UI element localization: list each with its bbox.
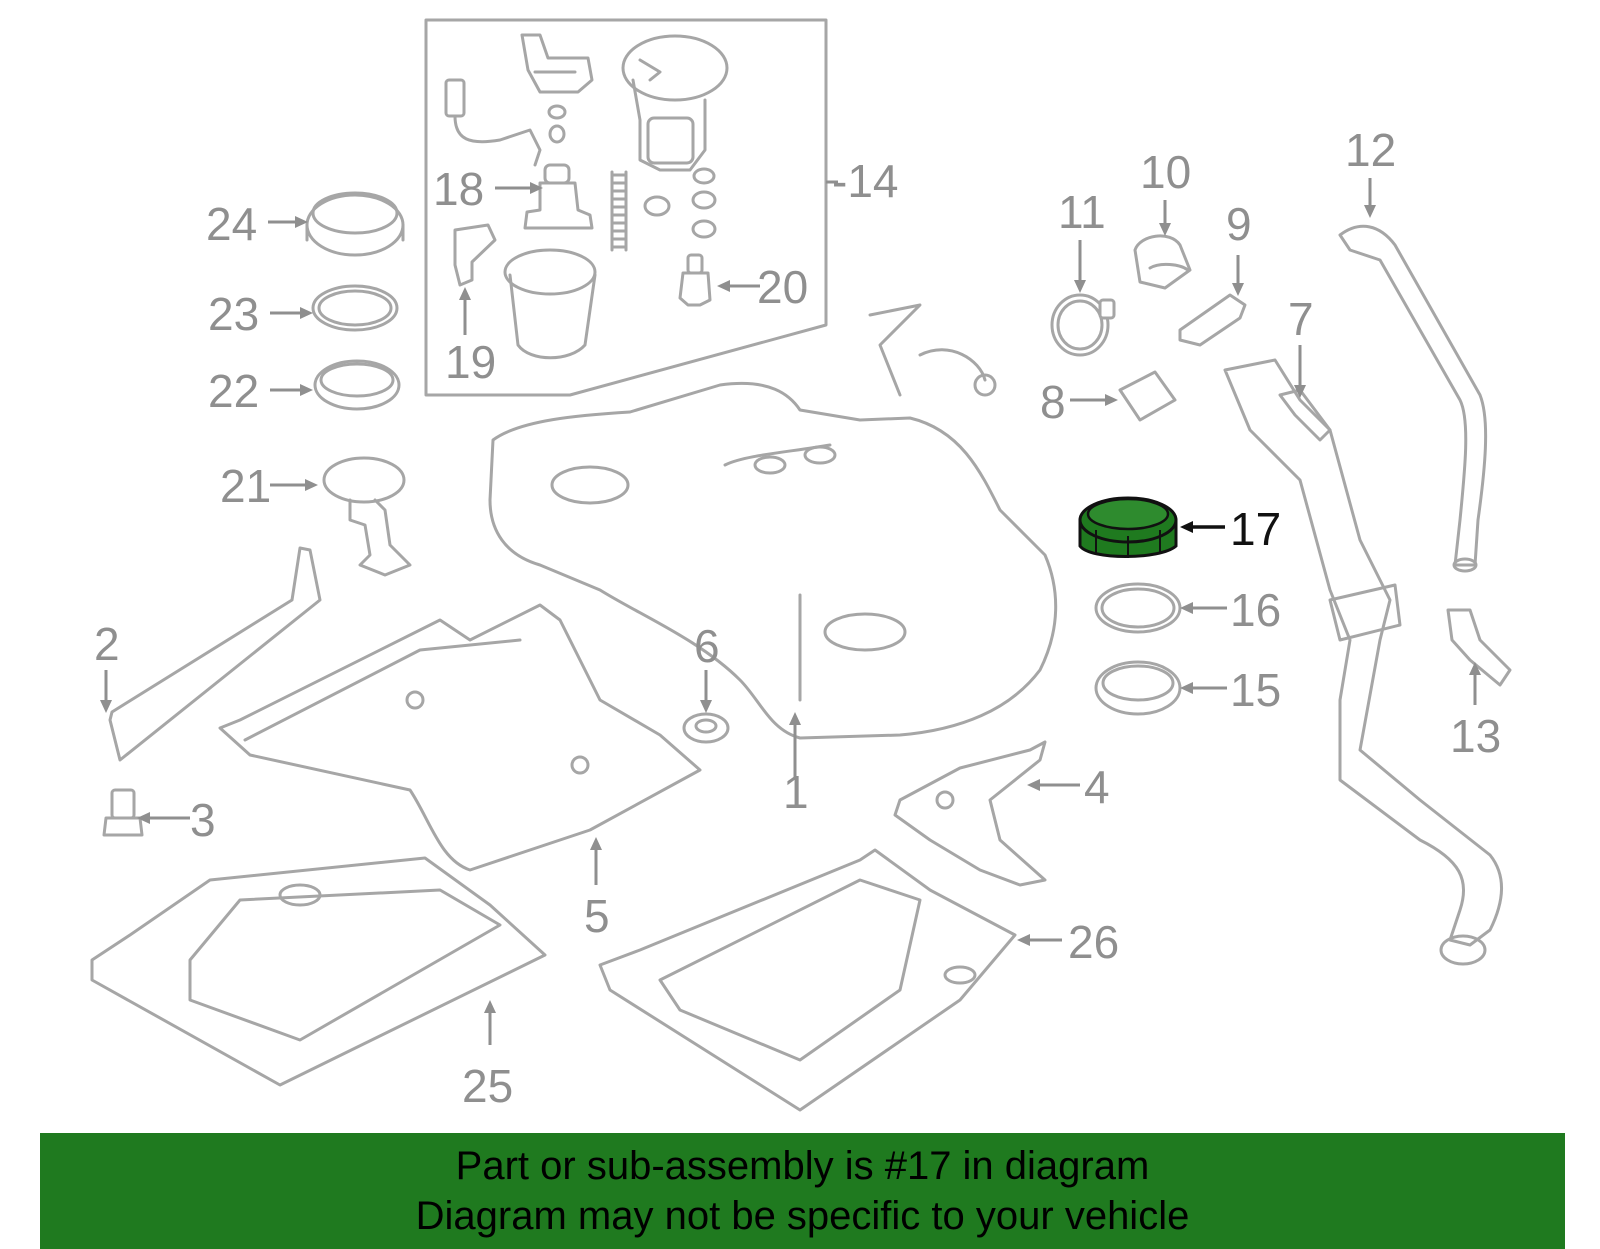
callout-21: 21 xyxy=(220,460,271,512)
callout-1: 1 xyxy=(783,766,809,818)
part-filter-housing xyxy=(503,248,597,360)
part-4-bracket xyxy=(893,740,1047,887)
callout-6: 6 xyxy=(694,620,720,672)
callout-11: 11 xyxy=(1058,186,1106,238)
callout-22: 22 xyxy=(208,365,259,417)
part-21-sender xyxy=(322,456,412,577)
callout-4: 4 xyxy=(1084,761,1110,813)
part-18-pump-motor xyxy=(523,163,594,230)
part-5-heat-shield xyxy=(218,603,702,872)
part-8-clip xyxy=(1118,370,1177,422)
part-20-valve xyxy=(678,253,712,307)
callout-7: 7 xyxy=(1288,293,1314,345)
part-25-skid-plate xyxy=(90,856,547,1087)
banner-line-part-reference: Part or sub-assembly is #17 in diagram xyxy=(455,1144,1150,1188)
pump-assembly-inset-box xyxy=(424,18,828,397)
callout-19: 19 xyxy=(445,336,496,388)
callout-17-highlighted: 17 xyxy=(1230,503,1281,555)
callout-18: 18 xyxy=(433,163,484,215)
callout-13: 13 xyxy=(1450,710,1501,762)
part-bracket-top xyxy=(520,33,594,94)
part-small-orings-column xyxy=(547,104,567,144)
callout-3: 3 xyxy=(190,794,216,846)
callout-20: 20 xyxy=(757,261,808,313)
part-9-bracket xyxy=(1178,293,1247,347)
callout-23: 23 xyxy=(208,288,259,340)
part-6-grommet xyxy=(682,712,730,744)
callout-26: 26 xyxy=(1068,916,1119,968)
part-spring xyxy=(610,170,628,252)
callout-10: 10 xyxy=(1140,146,1191,198)
callout-16: 16 xyxy=(1230,584,1281,636)
part-11-clamp xyxy=(1050,293,1116,357)
callout-2: 2 xyxy=(94,618,120,670)
callout-15: 15 xyxy=(1230,664,1281,716)
part-2-strap xyxy=(108,546,322,762)
part-pump-module-top xyxy=(621,34,729,172)
callout-arrows xyxy=(100,178,1481,1045)
part-15-seal xyxy=(1094,660,1182,716)
callout-9: 9 xyxy=(1226,198,1252,250)
callout-5: 5 xyxy=(584,890,610,942)
part-orings-right xyxy=(643,167,717,239)
part-1-fuel-tank xyxy=(488,303,1058,740)
callout-14: -14 xyxy=(832,155,898,207)
info-banner: Part or sub-assembly is #17 in diagram D… xyxy=(40,1133,1565,1249)
callout-25: 25 xyxy=(462,1060,513,1112)
callout-24: 24 xyxy=(206,198,257,250)
part-19-clip xyxy=(453,223,497,287)
part-23-gasket xyxy=(311,284,399,332)
part-26-skid-plate xyxy=(598,848,1017,1112)
part-13-hose xyxy=(1446,608,1512,687)
part-24-lock-ring xyxy=(305,191,405,257)
part-12-hose xyxy=(1338,224,1488,573)
callout-8: 8 xyxy=(1040,376,1066,428)
part-16-gasket xyxy=(1094,582,1182,634)
part-22-seal xyxy=(313,359,401,411)
part-filler-neck xyxy=(1223,358,1504,966)
part-3-bolt xyxy=(102,788,144,837)
part-17-lock-ring-highlighted xyxy=(1078,496,1178,558)
part-wire-harness xyxy=(444,78,542,167)
part-7-bracket xyxy=(1278,388,1332,442)
callout-12: 12 xyxy=(1345,124,1396,176)
part-10-cap xyxy=(1133,234,1192,290)
banner-line-disclaimer: Diagram may not be specific to your vehi… xyxy=(415,1194,1190,1238)
